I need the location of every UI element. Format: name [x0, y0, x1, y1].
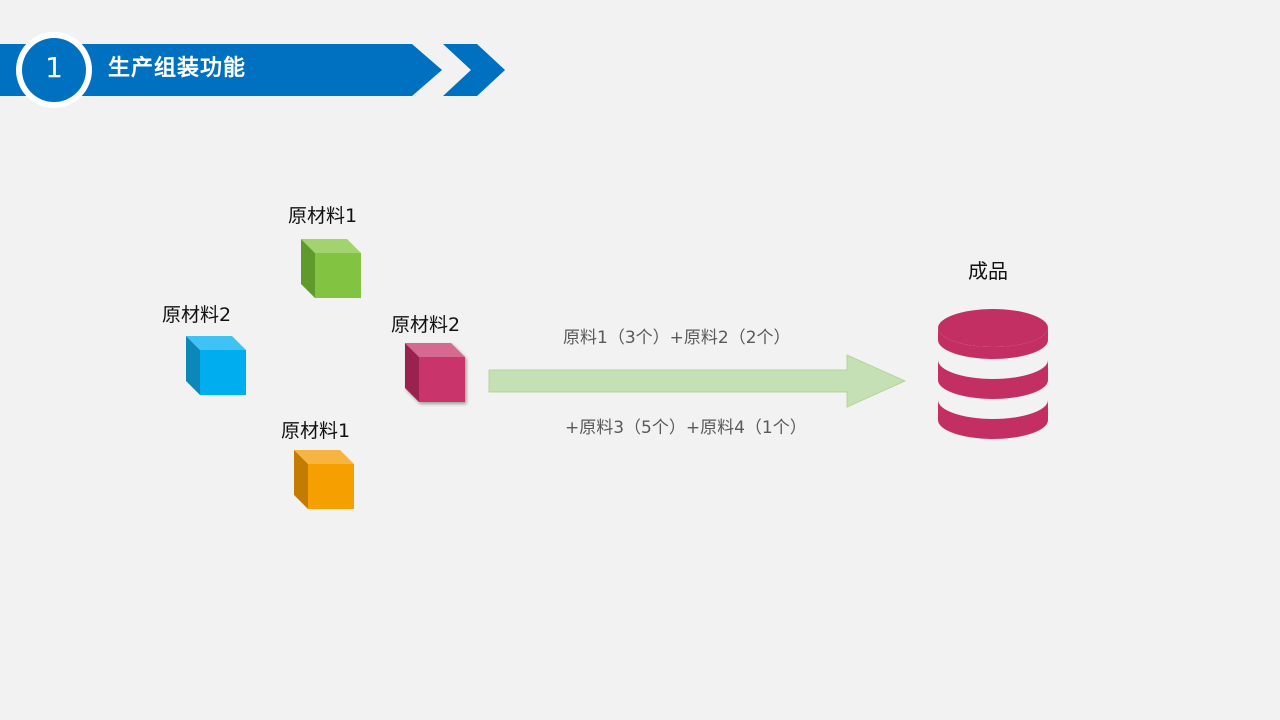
magenta-cube-icon [405, 343, 465, 402]
blue-cube-icon [186, 336, 246, 395]
material-label-1: 原材料1 [288, 205, 358, 227]
material-label-3: 原材料2 [391, 314, 461, 336]
section-number: 1 [45, 51, 63, 84]
banner-chevron [443, 44, 505, 96]
product-label: 成品 [968, 259, 1008, 283]
green-cube-icon [301, 239, 361, 298]
orange-cube-icon [294, 450, 354, 509]
banner-bar [0, 44, 442, 96]
database-icon [938, 309, 1048, 439]
section-banner [0, 32, 505, 108]
material-label-4: 原材料1 [281, 420, 351, 442]
material-label-2: 原材料2 [162, 304, 232, 326]
number-disc [22, 38, 86, 102]
recipe-line-2: +原料3（5个）+原料4（1个） [565, 418, 807, 438]
process-arrow-icon [488, 354, 907, 408]
section-title: 生产组装功能 [108, 56, 247, 81]
recipe-line-1: 原料1（3个）+原料2（2个） [563, 328, 791, 348]
